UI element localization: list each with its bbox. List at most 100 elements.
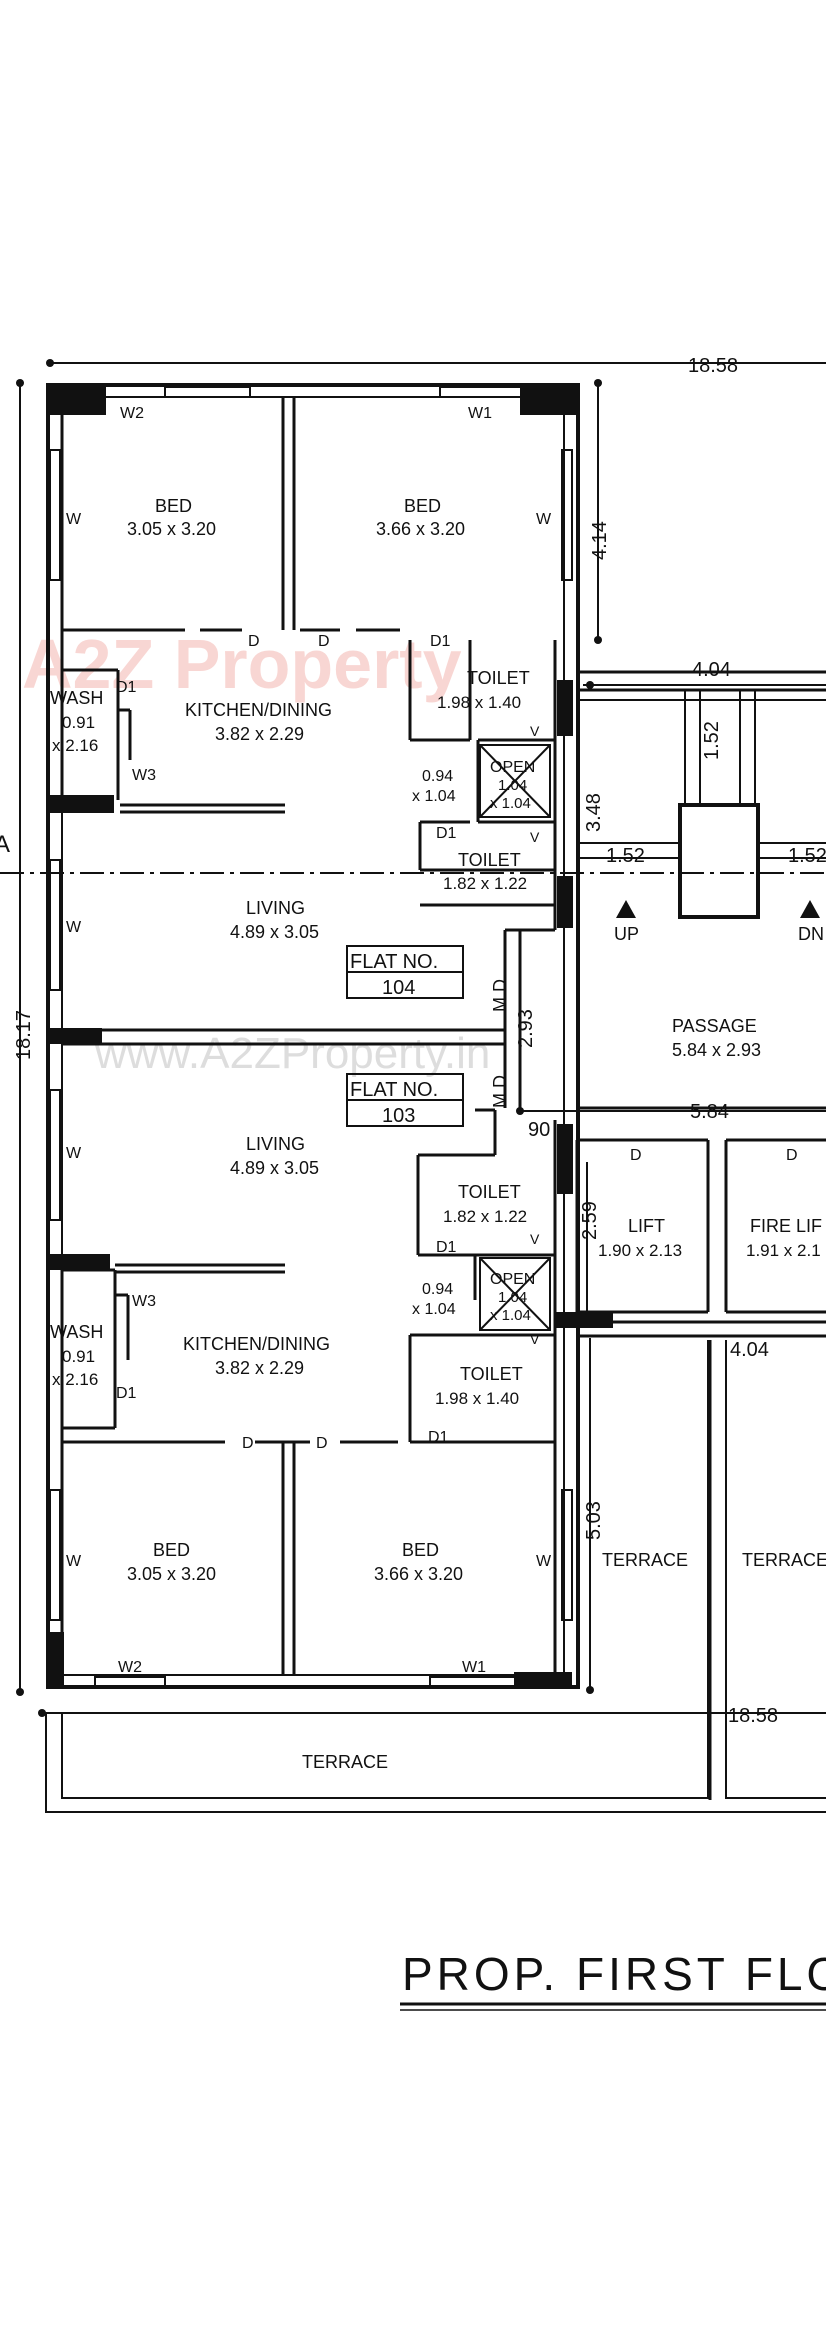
mark-w3-104: W3 — [132, 767, 156, 784]
f104-kitchen-name: KITCHEN/DINING — [185, 700, 332, 720]
mark-d-103-a: D — [242, 1435, 254, 1452]
mark-d-104-a: D — [248, 633, 260, 650]
mark-w-bed-left-103: W — [66, 1553, 82, 1570]
f103-duct-size2: x 1.04 — [412, 1301, 456, 1318]
interior-walls — [60, 397, 826, 1800]
f103-bed-left-size: 3.05 x 3.20 — [127, 1564, 216, 1584]
f104-flat-number: 104 — [382, 977, 415, 999]
f103-toilet-a-size: 1.98 x 1.40 — [435, 1389, 519, 1408]
f104-kitchen-size: 3.82 x 2.29 — [215, 724, 304, 744]
stair-arrows — [616, 900, 820, 918]
mark-v-104-b: V — [530, 829, 540, 845]
dim-total-height: 18.17 — [13, 1010, 35, 1060]
f103-open-name: OPEN — [490, 1271, 535, 1288]
mark-d-103-b: D — [316, 1435, 328, 1452]
stair-down-label: DN — [798, 924, 824, 944]
f104-open-size1: 1.04 — [498, 777, 527, 794]
mark-d-104-b: D — [318, 633, 330, 650]
mark-w-bed-right-103: W — [536, 1553, 552, 1570]
dim-core-width-upper: 4.04 — [692, 659, 731, 681]
dim-stair-height: 3.48 — [583, 793, 605, 832]
mark-v-103-b: V — [530, 1331, 540, 1347]
dim-terrace-depth: 5.03 — [583, 1501, 605, 1540]
mark-w3-103: W3 — [132, 1293, 156, 1310]
stair-up-label: UP — [614, 924, 639, 944]
opening-marks: W2 W1 W W D D D1 D1 W3 V V D1 W W D D D1… — [66, 405, 798, 1676]
f103-bed-left-name: BED — [153, 1540, 190, 1560]
f103-living-name: LIVING — [246, 1134, 305, 1154]
open-shaft-103 — [479, 1257, 551, 1331]
mark-d-core-b: D — [786, 1147, 798, 1164]
dim-passage-width: 5.84 — [690, 1101, 729, 1123]
f103-kitchen-name: KITCHEN/DINING — [183, 1334, 330, 1354]
mark-d1-104-toilet: D1 — [430, 633, 451, 650]
f103-wash-size2: x 2.16 — [52, 1370, 98, 1389]
dim-core-width-lower: 4.04 — [730, 1339, 769, 1361]
dim-stair-run-right: 1.52 — [788, 845, 826, 867]
f103-wash-size1: 0.91 — [62, 1347, 95, 1366]
mark-w1-bottom: W1 — [462, 1659, 486, 1676]
mark-d1-103-toilet-b: D1 — [436, 1239, 457, 1256]
f103-toilet-b-size: 1.82 x 1.22 — [443, 1207, 527, 1226]
f103-wash-name: WASH — [50, 1322, 103, 1342]
mark-w-bed-right-104: W — [536, 511, 552, 528]
terrace-right-label: TERRACE — [742, 1550, 826, 1570]
f103-toilet-b-name: TOILET — [458, 1182, 521, 1202]
mark-w-living-104: W — [66, 919, 82, 936]
f104-living-name: LIVING — [246, 898, 305, 918]
mark-w2-bottom: W2 — [118, 1659, 142, 1676]
f104-duct-size2: x 1.04 — [412, 788, 456, 805]
mark-d1-104-toilet-b: D1 — [436, 825, 457, 842]
f104-toilet-a-size: 1.98 x 1.40 — [437, 693, 521, 712]
f103-kitchen-size: 3.82 x 2.29 — [215, 1358, 304, 1378]
f103-living-size: 4.89 x 3.05 — [230, 1158, 319, 1178]
f104-open-size2: x 1.04 — [490, 795, 531, 812]
f104-wash-name: WASH — [50, 688, 103, 708]
dim-lift-depth: 2.59 — [579, 1201, 601, 1240]
dim-top-block-depth: 4.14 — [589, 521, 611, 560]
terrace-bottom-label: TERRACE — [302, 1752, 388, 1772]
f103-main-door: M.D. — [490, 1070, 510, 1108]
terrace-left-label: TERRACE — [602, 1550, 688, 1570]
windows — [49, 386, 573, 1688]
dim-stair-depth: 1.52 — [701, 721, 723, 760]
wall-blocks — [48, 385, 613, 1688]
mark-w2-top: W2 — [120, 405, 144, 422]
f104-toilet-b-name: TOILET — [458, 850, 521, 870]
passage-name: PASSAGE — [672, 1016, 757, 1036]
mark-v-104-a: V — [530, 723, 540, 739]
f103-duct-size1: 0.94 — [422, 1281, 453, 1298]
f103-flat-label: FLAT NO. — [350, 1079, 438, 1101]
lift-size: 1.90 x 2.13 — [598, 1241, 682, 1260]
f104-open-name: OPEN — [490, 759, 535, 776]
fire-lift-name: FIRE LIF — [750, 1216, 822, 1236]
dim-total-width-top: 18.58 — [688, 355, 738, 377]
watermark-logo: A2Z Property — [22, 625, 462, 703]
f103-open-size1: 1.04 — [498, 1289, 527, 1306]
f104-bed-right-name: BED — [404, 496, 441, 516]
mark-v-103-a: V — [530, 1231, 540, 1247]
lift-name: LIFT — [628, 1216, 665, 1236]
mark-w-living-103: W — [66, 1145, 82, 1162]
mark-d1-104-wash: D1 — [116, 679, 137, 696]
dim-total-width-bottom: 18.58 — [728, 1705, 778, 1727]
open-shaft-104 — [479, 744, 551, 818]
dim-stair-run-left: 1.52 — [606, 845, 645, 867]
f104-bed-left-size: 3.05 x 3.20 — [127, 519, 216, 539]
f104-bed-left-name: BED — [155, 496, 192, 516]
f104-wash-size1: 0.91 — [62, 713, 95, 732]
drawing-title: PROP. FIRST FLO — [402, 1948, 826, 2000]
f104-flat-label: FLAT NO. — [350, 951, 438, 973]
passage-size: 5.84 x 2.93 — [672, 1040, 761, 1060]
f103-flat-number: 103 — [382, 1105, 415, 1127]
mark-w1-top: W1 — [468, 405, 492, 422]
mark-d1-103-toilet: D1 — [428, 1429, 449, 1446]
f103-toilet-a-name: TOILET — [460, 1364, 523, 1384]
watermark-url: www.A2ZProperty.in — [94, 1029, 490, 1078]
f104-wash-size2: x 2.16 — [52, 736, 98, 755]
f104-living-size: 4.89 x 3.05 — [230, 922, 319, 942]
section-mark: A — [0, 831, 10, 858]
f104-duct-size1: 0.94 — [422, 768, 453, 785]
f103-open-size2: x 1.04 — [490, 1307, 531, 1324]
f104-toilet-b-size: 1.82 x 1.22 — [443, 874, 527, 893]
